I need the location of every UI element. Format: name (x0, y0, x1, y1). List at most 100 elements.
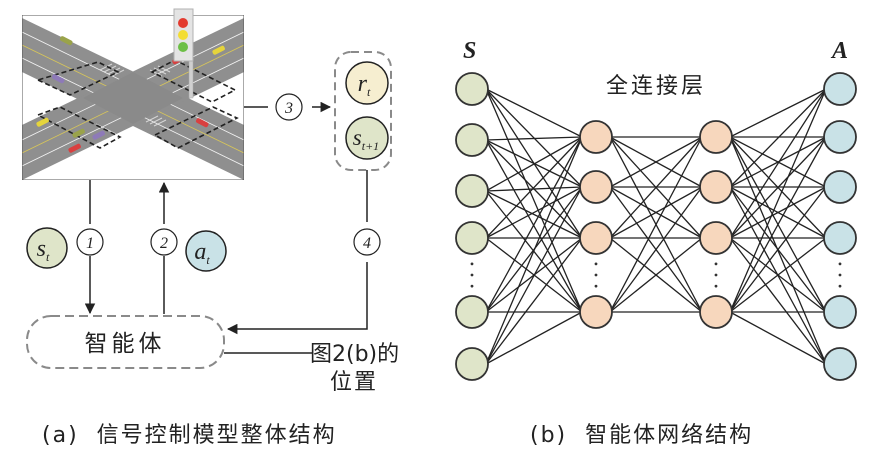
edge-hidden2-2-to-output-1 (729, 136, 827, 239)
edge-hidden2-1-to-output-1 (729, 136, 827, 188)
output-layer-label: A (830, 38, 848, 64)
edge-input-0-to-hidden1-3 (485, 88, 583, 313)
ellipsis-dot (594, 262, 598, 266)
input-node-4 (455, 295, 489, 329)
input-node-1 (455, 123, 489, 157)
ellipsis-dot (470, 262, 474, 266)
panel-a: 1 2 st at 3 rt st+1 4 智能体 图2(b)的 (22, 8, 399, 448)
edge-hidden1-1-to-hidden2-0 (609, 136, 703, 188)
edge-hidden2-3-to-output-1 (729, 136, 827, 313)
input-node-5 (455, 347, 489, 381)
edge-hidden2-0-to-output-0 (729, 88, 827, 138)
detection-zone-se (153, 106, 239, 149)
network-ellipses (470, 262, 842, 288)
edge-hidden2-3-to-output-0 (729, 88, 827, 313)
edge-input-5-to-hidden1-2 (485, 237, 583, 365)
hidden1-node-0 (579, 120, 613, 154)
edge-hidden2-2-to-output-2 (729, 186, 827, 239)
edge-hidden2-3-to-output-3 (729, 237, 827, 313)
state-t-node (26, 227, 68, 269)
edge-input-5-to-hidden1-0 (485, 136, 583, 365)
state-t-label: st (37, 236, 50, 264)
vehicles (36, 36, 225, 153)
detection-zone-nw (35, 61, 120, 96)
output-node-4 (823, 295, 857, 329)
input-node-3 (455, 221, 489, 255)
edge-hidden1-3-to-hidden2-1 (609, 186, 703, 313)
ellipsis-dot (594, 273, 598, 277)
ellipsis-dot (838, 273, 842, 277)
edge-hidden2-3-to-output-2 (729, 186, 827, 313)
detection-zone-ne (150, 59, 237, 103)
state-next-label: st+1 (353, 125, 379, 153)
edge-input-5-to-hidden1-3 (485, 311, 583, 365)
hidden1-node-3 (579, 295, 613, 329)
hidden1-node-1 (579, 170, 613, 204)
action-t-label: at (194, 239, 210, 267)
input-layer-label: S (463, 38, 476, 64)
edge-input-2-to-hidden1-0 (485, 136, 583, 192)
ellipsis-dot (594, 284, 598, 288)
edge-hidden2-3-to-output-5 (729, 311, 827, 365)
step3-number: 3 (284, 100, 293, 117)
ellipsis-dot (470, 273, 474, 277)
output-node-0 (823, 72, 857, 106)
ellipsis-dot (714, 262, 718, 266)
output-node-2 (823, 170, 857, 204)
network-nodes (455, 72, 857, 381)
edge-hidden2-1-to-output-0 (729, 88, 827, 188)
feedback-box (334, 51, 392, 171)
step4-arrow (226, 262, 368, 335)
hidden2-ellipsis (714, 262, 718, 288)
detection-zone-sw (36, 106, 122, 149)
hidden2-node-2 (699, 221, 733, 255)
hidden1-node-2 (579, 221, 613, 255)
step3-badge (275, 93, 303, 121)
step2-badge (150, 228, 178, 256)
caption-a: (a) 信号控制模型整体结构 (42, 423, 337, 448)
reward-t-label: rt (358, 71, 371, 99)
edge-hidden2-2-to-output-5 (729, 237, 827, 365)
input-ellipsis (470, 262, 474, 288)
step1-badge (76, 228, 104, 256)
edge-hidden1-3-to-hidden2-0 (609, 136, 703, 313)
reward-t-node (345, 61, 389, 105)
panel-b: S A 全连接层 (b) 智能体网络结构 (455, 38, 857, 448)
edge-input-2-to-hidden1-1 (485, 186, 583, 192)
hidden2-node-3 (699, 295, 733, 329)
ellipsis-dot (470, 284, 474, 288)
hidden1-ellipsis (594, 262, 598, 288)
output-ellipsis (838, 262, 842, 288)
hidden2-node-0 (699, 120, 733, 154)
ellipsis-dot (838, 284, 842, 288)
edge-hidden1-2-to-hidden2-1 (609, 186, 703, 239)
state-next-node (345, 116, 389, 160)
output-node-5 (823, 347, 857, 381)
hidden-layer-label: 全连接层 (606, 74, 706, 99)
traffic-light-icon (173, 8, 194, 99)
intersection-image (22, 15, 244, 180)
output-node-3 (823, 221, 857, 255)
network-edges (485, 88, 827, 365)
edge-hidden1-3-to-hidden2-2 (609, 237, 703, 313)
action-t-node (185, 230, 227, 272)
caption-b: (b) 智能体网络结构 (530, 423, 753, 448)
note-line2: 位置 (330, 370, 378, 395)
edge-input-1-to-hidden1-3 (485, 139, 583, 313)
ellipsis-dot (714, 273, 718, 277)
edge-input-0-to-hidden1-0 (485, 88, 583, 138)
ellipsis-dot (838, 262, 842, 266)
edge-input-5-to-hidden1-1 (485, 186, 583, 365)
step1-number: 1 (86, 235, 94, 252)
edge-input-1-to-hidden1-0 (485, 136, 583, 141)
input-node-0 (455, 72, 489, 106)
edge-hidden1-2-to-hidden2-0 (609, 136, 703, 239)
edge-input-2-to-hidden1-2 (485, 190, 583, 239)
output-node-1 (823, 120, 857, 154)
agent-box (26, 315, 225, 369)
step4-number: 4 (363, 235, 371, 252)
agent-label: 智能体 (85, 331, 166, 357)
edge-hidden2-2-to-output-0 (729, 88, 827, 239)
edge-input-4-to-hidden1-0 (485, 136, 583, 313)
hidden2-node-1 (699, 170, 733, 204)
